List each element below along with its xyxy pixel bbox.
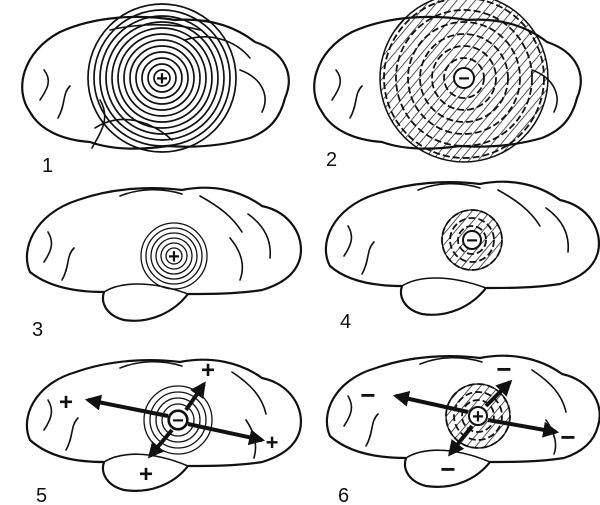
outer-sign: + (139, 461, 153, 488)
outer-sign: − (360, 380, 375, 410)
panel-label: 2 (326, 149, 337, 171)
panel-1: + 1 (22, 4, 289, 177)
center-sign: + (156, 68, 168, 90)
outer-sign: + (201, 357, 215, 384)
brain-outline (27, 360, 301, 491)
center-sign: − (172, 410, 184, 432)
panel-2: − 2 (314, 0, 581, 171)
panel-6: + − − − − 6 (327, 354, 600, 505)
outer-sign: + (266, 430, 279, 455)
outer-sign: − (496, 354, 511, 384)
brain-outline (27, 188, 301, 321)
center-sign: + (168, 246, 180, 268)
panel-4: − 4 (326, 182, 599, 333)
panel-label: 4 (340, 311, 351, 333)
panel-5: − + + + + 5 (27, 357, 301, 505)
center-sign: − (458, 68, 470, 90)
outer-sign: − (560, 422, 575, 452)
center-sign: − (466, 230, 478, 252)
panel-label: 3 (32, 319, 43, 341)
panel-3: + 3 (27, 188, 301, 341)
outer-sign: − (440, 454, 455, 484)
panel-label: 5 (36, 485, 47, 505)
panel-label: 1 (42, 155, 53, 177)
center-sign: + (472, 406, 484, 428)
outer-sign: + (59, 389, 73, 416)
panel-label: 6 (338, 485, 349, 505)
